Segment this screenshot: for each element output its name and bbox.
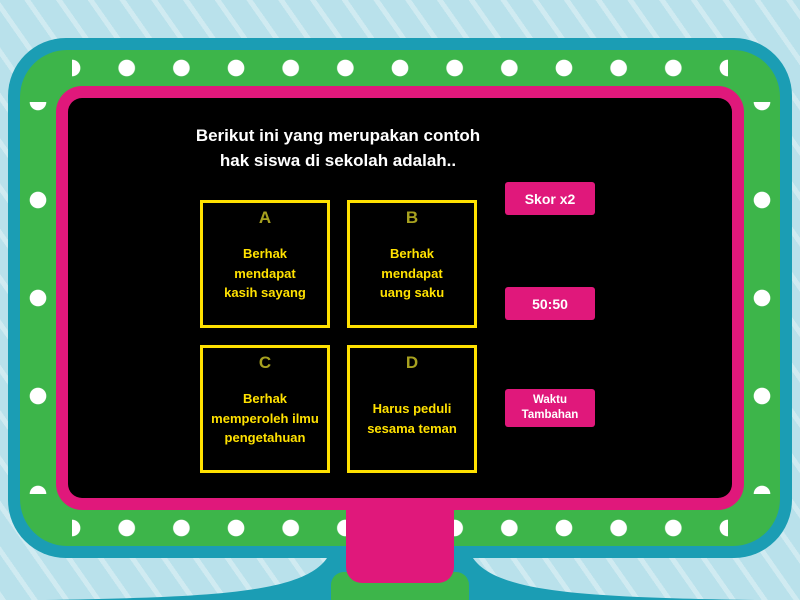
tv-frame-green: Berikut ini yang merupakan contoh hak si… — [20, 50, 780, 546]
answer-option-d[interactable]: D Harus peduli sesama teman — [347, 345, 477, 473]
question-text: Berikut ini yang merupakan contoh hak si… — [195, 126, 481, 170]
answer-letter: D — [405, 353, 419, 372]
answer-letter: B — [405, 208, 419, 227]
game-screen: Berikut ini yang merupakan contoh hak si… — [68, 98, 732, 498]
tv-frame: Berikut ini yang merupakan contoh hak si… — [8, 38, 792, 558]
powerup-extra-time-button[interactable]: Waktu Tambahan — [505, 389, 595, 427]
answer-option-b[interactable]: B Berhak mendapat uang saku — [347, 200, 477, 328]
answer-option-a[interactable]: A Berhak mendapat kasih sayang — [200, 200, 330, 328]
answer-grid: A Berhak mendapat kasih sayang B Berhak … — [200, 200, 477, 473]
answer-letter: A — [258, 208, 272, 227]
powerup-double-score-button[interactable]: Skor x2 — [505, 182, 595, 215]
tv-frame-pink: Berikut ini yang merupakan contoh hak si… — [56, 86, 744, 510]
tv-stand-neck — [346, 505, 454, 583]
powerup-fifty-fifty-button[interactable]: 50:50 — [505, 287, 595, 320]
answer-text: Berhak mendapat uang saku — [379, 246, 445, 301]
powerup-panel: Skor x2 50:50 Waktu Tambahan — [505, 182, 595, 442]
answer-text: Berhak mendapat kasih sayang — [224, 246, 306, 301]
bulb-dots-right — [744, 102, 780, 494]
bulb-dots-left — [20, 102, 56, 494]
bulb-dots-top — [72, 50, 728, 86]
answer-text: Harus peduli sesama teman — [367, 401, 457, 436]
answer-text: Berhak memperoleh ilmu pengetahuan — [211, 391, 319, 446]
answer-option-c[interactable]: C Berhak memperoleh ilmu pengetahuan — [200, 345, 330, 473]
answer-letter: C — [258, 353, 272, 372]
